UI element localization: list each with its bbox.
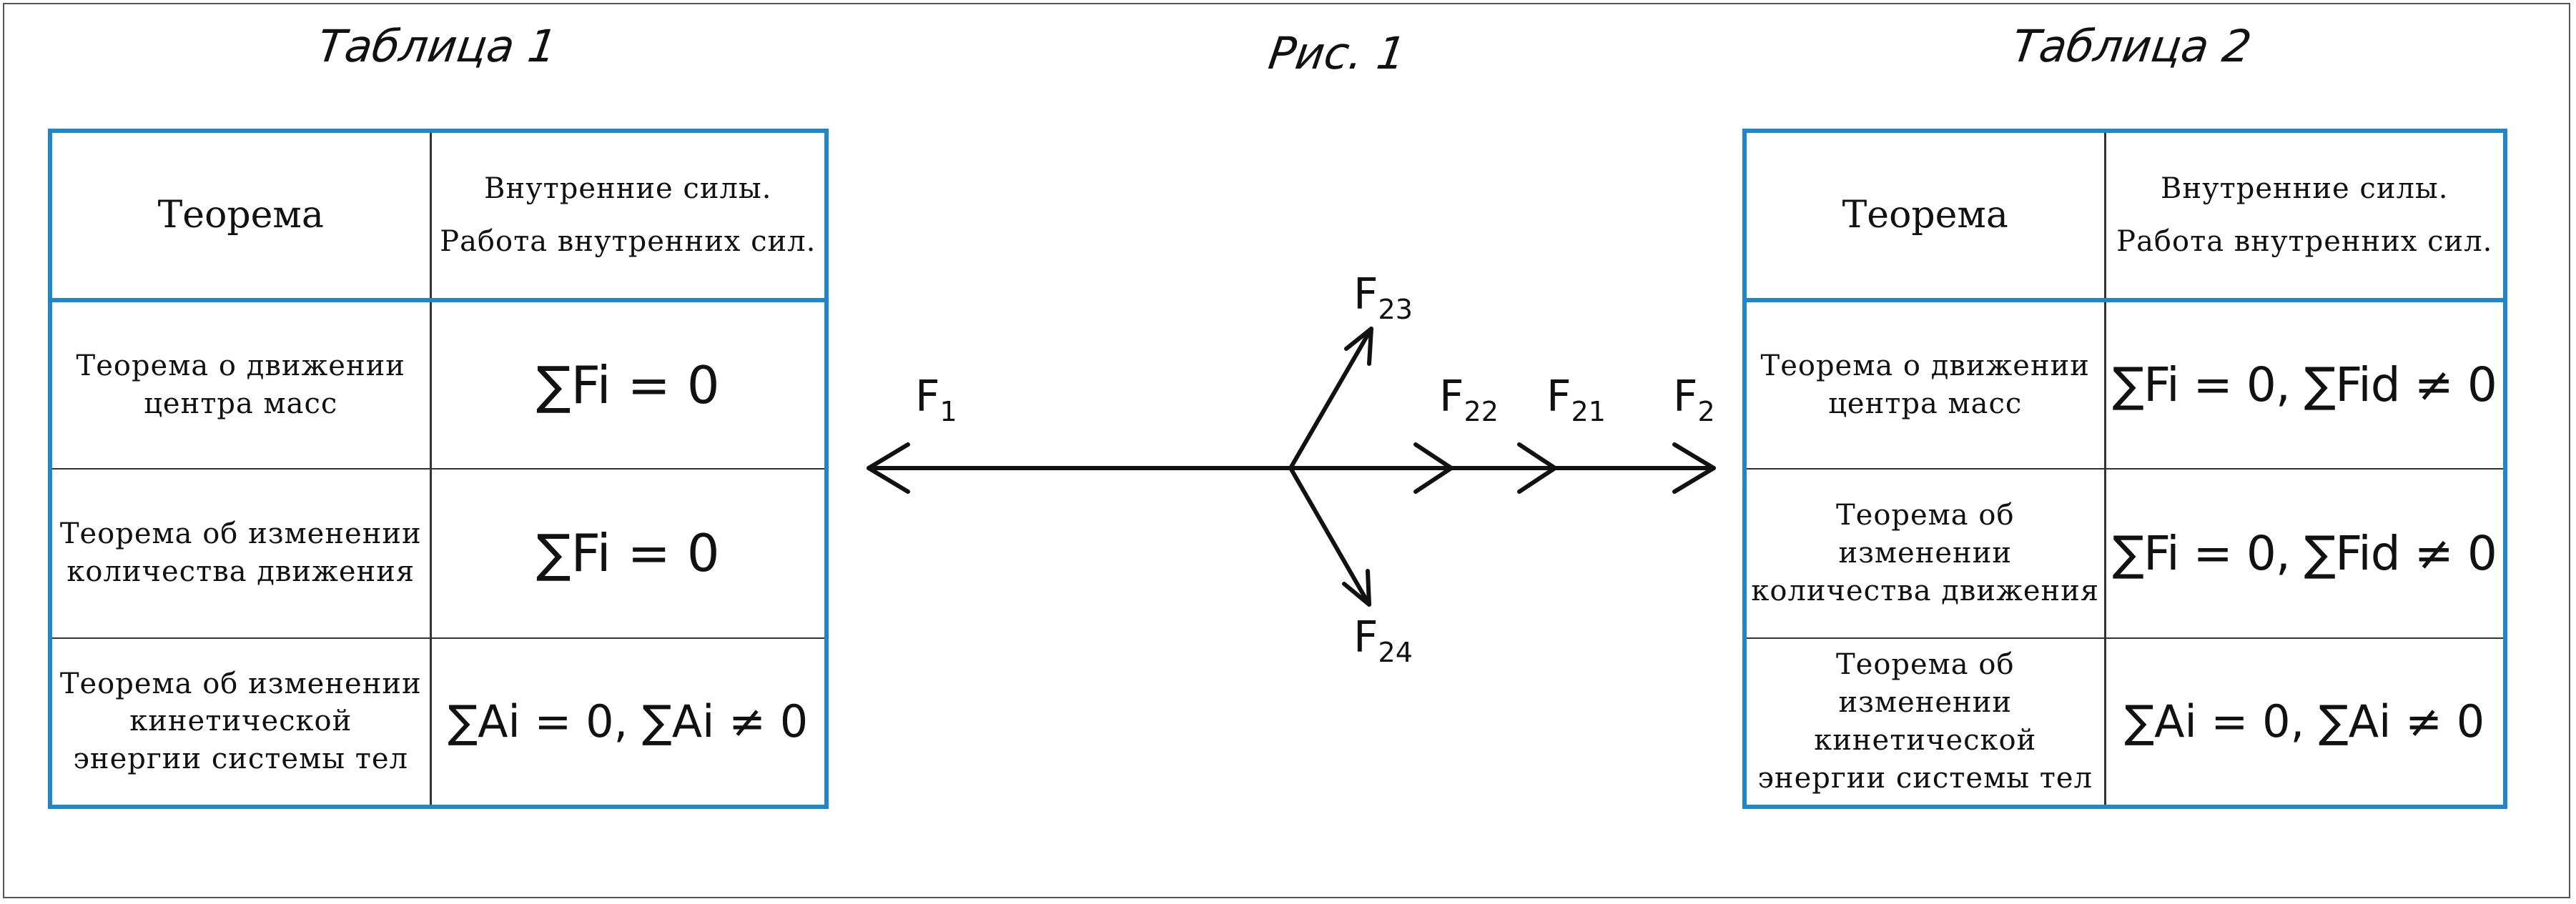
table2-row: Теорема об изменении кинетической энерги… (1744, 637, 2506, 808)
arrowhead-f23 (1344, 327, 1373, 366)
table1-header-internal-forces: Внутренние силы. Работа внутренних сил. (430, 130, 827, 302)
table2-header-internal-forces: Внутренние силы. Работа внутренних сил. (2104, 130, 2506, 302)
table1-row: Теорема о движении центра масс ∑Fi = 0 (49, 297, 827, 470)
table2-header-theorem: Теорема (1744, 130, 2106, 302)
table1-row1-theorem: Теорема о движении центра масс (49, 297, 432, 470)
table2-row3-formula: ∑Ai = 0, ∑Ai ≠ 0 (2104, 637, 2506, 808)
table1-row: Теорема об изменении кинетической энерги… (49, 637, 827, 808)
arrowhead-f24 (1342, 569, 1371, 607)
force-line-f24 (1288, 466, 1371, 607)
arrowhead-f1 (867, 442, 910, 494)
table2-row2-theorem: Теорема об изменении количества движения (1744, 468, 2106, 639)
table1-row1-formula: ∑Fi = 0 (430, 297, 827, 470)
force-label-f23: F23 (1353, 269, 1413, 325)
table2-row2-formula: ∑Fi = 0, ∑Fid ≠ 0 (2104, 468, 2506, 639)
force-label-f21: F21 (1546, 372, 1606, 427)
table2-row: Теорема о движении центра масс ∑Fi = 0, … (1744, 297, 2506, 470)
table1-row2-formula: ∑Fi = 0 (430, 468, 827, 639)
table1-row3-theorem: Теорема об изменении кинетической энерги… (49, 637, 432, 808)
table2-row3-theorem: Теорема об изменении кинетической энерги… (1744, 637, 2106, 808)
force-label-f22: F22 (1439, 372, 1499, 427)
table2-row1-formula: ∑Fi = 0, ∑Fid ≠ 0 (2104, 297, 2506, 470)
table2-row1-theorem: Теорема о движении центра масс (1744, 297, 2106, 470)
table1-row: Теорема об изменении количества движения… (49, 468, 827, 639)
arrowhead-f22 (1413, 442, 1454, 494)
force-label-f1: F1 (915, 372, 957, 427)
table-2: Теорема Внутренние силы. Работа внутренн… (1742, 129, 2507, 809)
arrowhead-f21 (1517, 442, 1557, 494)
table2-row: Теорема об изменении количества движения… (1744, 468, 2506, 639)
force-label-f2: F2 (1673, 372, 1715, 427)
table1-row2-theorem: Теорема об изменении количества движения (49, 468, 432, 639)
force-line-f23 (1288, 327, 1373, 470)
arrowhead-f2 (1672, 442, 1716, 494)
table1-header-theorem: Теорема (49, 130, 432, 302)
table1-row3-formula: ∑Ai = 0, ∑Ai ≠ 0 (430, 637, 827, 808)
table-1: Теорема Внутренние силы. Работа внутренн… (48, 129, 829, 809)
force-label-f24: F24 (1353, 612, 1413, 668)
